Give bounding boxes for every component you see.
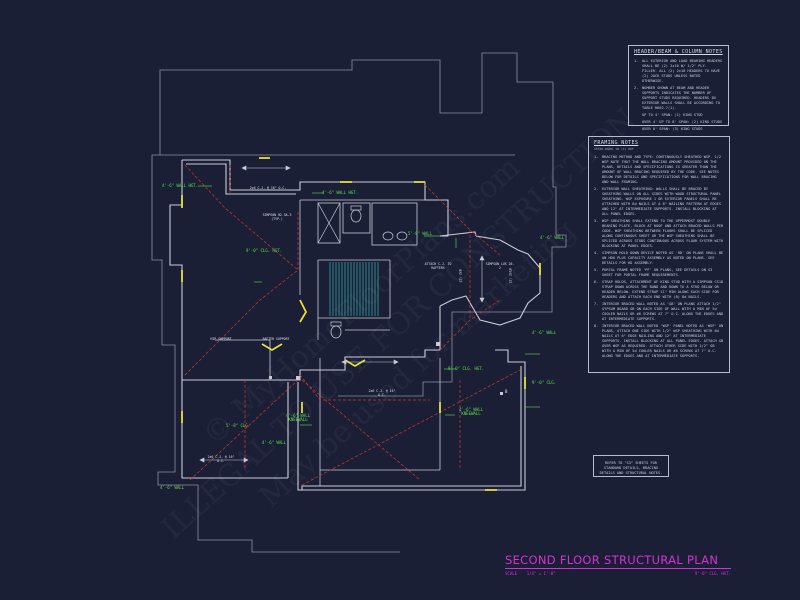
label-joist-mid: 2x6 C.J. @ 16" O.C.	[368, 389, 396, 397]
label-joist-bottom: 2x6 C.J. @ 16" O.C.	[207, 455, 235, 463]
label-hip-support: HIP SUPPORT	[210, 337, 232, 341]
label-wall-bottom-left: 4'-6" WALL	[160, 485, 185, 490]
plan-title: SECOND FLOOR STRUCTURAL PLAN	[505, 553, 719, 567]
refer-note: REFER TO "S3" SHEETS FOR STANDARD DETAIL…	[593, 455, 669, 477]
label-dbl-2x10: (2) 2x10	[508, 268, 513, 284]
label-simpson-left: SIMPSON H2.5A-3 (TYP.)	[262, 213, 292, 221]
header-beam-notes-title: HEADER/BEAM & COLUMN NOTES	[634, 49, 723, 55]
label-clg-hgt-right: 9'-0" CLG. HGT.	[448, 366, 485, 371]
note-item: OVER 4' UP TO 8' SPAN: (2) KING STUDS	[642, 120, 723, 124]
label-attach-cj: ATTACH C.J. TO RAFTERS	[424, 262, 452, 270]
header-beam-notes: HEADER/BEAM & COLUMN NOTES 1.ALL EXTERIO…	[628, 45, 729, 131]
note-item: 6.STRAP HOLDS, ATTACHMENT OF KING STUD W…	[594, 280, 724, 299]
framing-notes-title: FRAMING NOTES	[594, 140, 639, 146]
note-item: 7.INTERIOR BRACED WALL NOTED AS 'GB' ON …	[594, 302, 724, 321]
title-block: SECOND FLOOR STRUCTURAL PLAN SCALE 1/4" …	[505, 553, 731, 576]
label-wall-bottom-mid: 4'-6" WALL	[262, 440, 287, 445]
label-rafter-support: RAFTER SUPPORT	[262, 337, 290, 341]
interior-walls	[215, 199, 441, 486]
ceiling-height: 9'-0" CLG. HGT.	[694, 571, 731, 576]
label-wall-5-8: 5'-8" WALL	[408, 231, 433, 236]
note-item: OVER 8' SPAN: (3) KING STUDS	[642, 127, 703, 131]
joist-arrows	[199, 165, 485, 463]
label-kneewall-right: 4'-6" WALL KNEEWALL	[458, 407, 484, 416]
label-wall-hgt-mid: 4'-6" WALL HGT.	[322, 190, 359, 195]
scale-row: SCALE 1/4" = 1'-0" 9'-0" CLG. HGT.	[505, 571, 731, 576]
framing-notes: FRAMING NOTES STATE PANEL OR (C) REF 1.B…	[588, 136, 730, 373]
label-wall-hgt-left: 4'-6" WALL HGT.	[162, 183, 199, 188]
stair	[329, 262, 379, 316]
scale-value: 1/4" = 1'-0"	[526, 571, 556, 576]
title-underline	[505, 568, 731, 569]
label-clg-5-8: 5'-8" CLG.	[226, 423, 251, 428]
column-posts	[269, 342, 503, 395]
label-clg-right2: 9'-0" CLG.	[532, 380, 557, 385]
green-leaders	[198, 185, 540, 426]
note-item: 5.PORTAL FRAME NOTED 'PF' ON PLANS, SEE …	[594, 268, 713, 277]
label-kneewall-left: 4'-6" WALL KNEEWALL	[285, 413, 311, 422]
label-clg-hgt-left: 9'-0" CLG. HGT.	[246, 248, 283, 253]
note-item: 4.SIMPSON HOLD DOWN DEVICE NOTED AS 'HD'…	[594, 251, 724, 265]
scale-text: SCALE 1/4" = 1'-0"	[505, 571, 556, 576]
label-wall-lower: 4'-6" WALL	[532, 330, 557, 335]
framing-notes-subtitle: STATE PANEL OR (C) REF	[594, 147, 634, 151]
scale-label: SCALE	[505, 571, 518, 576]
note-item: UP TO 4' SPAN: (1) KING STUD	[642, 113, 703, 117]
note-item: 3.WSP SHEATHING SHALL EXTEND TO THE UPPE…	[594, 219, 724, 248]
label-joist-top: 2x6 C.J. @ 16" O.C.	[249, 186, 287, 190]
roof-outline	[151, 52, 567, 553]
note-item: 1.BRACING METHOD AND TYPE: CONTINUOUSLY …	[594, 155, 721, 184]
note-item: 2.EXTERIOR WALL SHEATHING: WALLS SHALL B…	[594, 187, 721, 216]
bath-fixtures	[317, 202, 408, 339]
label-simpson-right: SIMPSON LUS 26-2	[485, 262, 515, 270]
label-b-marker: B	[505, 389, 508, 394]
note-item: 1.ALL EXTERIOR AND LOAD BEARING HEADERS …	[634, 59, 723, 83]
label-dbl-2x8: (2) 2x8	[458, 269, 463, 283]
note-item: 8.INTERIOR BRACED WALL NOTED 'WSP' PANEL…	[594, 324, 724, 358]
bearing-lines	[184, 164, 521, 486]
note-item: 2.NUMBER SHOWN AT BEAM AND HEADER SUPPOR…	[634, 86, 720, 110]
label-wall-right: 4'-6" WALL	[540, 235, 565, 240]
